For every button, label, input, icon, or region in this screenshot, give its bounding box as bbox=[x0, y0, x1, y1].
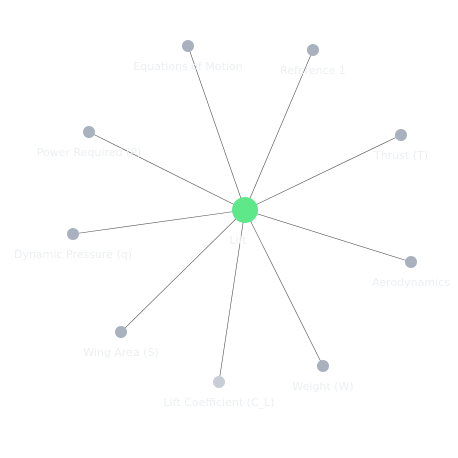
node-layer bbox=[67, 40, 417, 388]
node-label-weight: Weight (W) bbox=[292, 380, 353, 393]
node-label-thrust: Thrust (T) bbox=[373, 149, 428, 162]
node-reference1[interactable] bbox=[307, 44, 319, 56]
edge-weight bbox=[244, 209, 324, 367]
edge-power bbox=[88, 131, 246, 211]
node-label-dynpress: Dynamic Pressure (q) bbox=[14, 248, 132, 261]
node-label-power: Power Required (P) bbox=[37, 146, 141, 159]
node-power[interactable] bbox=[83, 126, 95, 138]
node-weight[interactable] bbox=[317, 360, 329, 372]
node-label-aero: Aerodynamics bbox=[372, 276, 450, 289]
node-label-reference1: Reference 1 bbox=[280, 64, 346, 77]
edge-thrust bbox=[244, 134, 402, 211]
node-label-liftcoef: Lift Coefficient (C_L) bbox=[163, 396, 274, 409]
node-center[interactable] bbox=[232, 197, 258, 223]
node-liftcoef[interactable] bbox=[213, 376, 225, 388]
edge-wingarea bbox=[120, 209, 246, 333]
edge-liftcoef bbox=[218, 209, 246, 383]
edge-equations bbox=[187, 45, 246, 211]
node-label-wingarea: Wing Area (S) bbox=[83, 346, 159, 359]
edge-layer bbox=[72, 45, 412, 383]
label-layer: Equations of Motion Reference 1 Thrust (T)… bbox=[14, 60, 450, 409]
node-thrust[interactable] bbox=[395, 129, 407, 141]
node-aero[interactable] bbox=[405, 256, 417, 268]
node-dynpress[interactable] bbox=[67, 228, 79, 240]
node-wingarea[interactable] bbox=[115, 326, 127, 338]
edge-reference1 bbox=[244, 49, 314, 211]
node-label-center: Lift bbox=[229, 234, 247, 247]
edge-aero bbox=[244, 209, 412, 263]
edge-dynpress bbox=[72, 209, 246, 235]
node-label-equations: Equations of Motion bbox=[133, 60, 242, 73]
node-equations[interactable] bbox=[182, 40, 194, 52]
